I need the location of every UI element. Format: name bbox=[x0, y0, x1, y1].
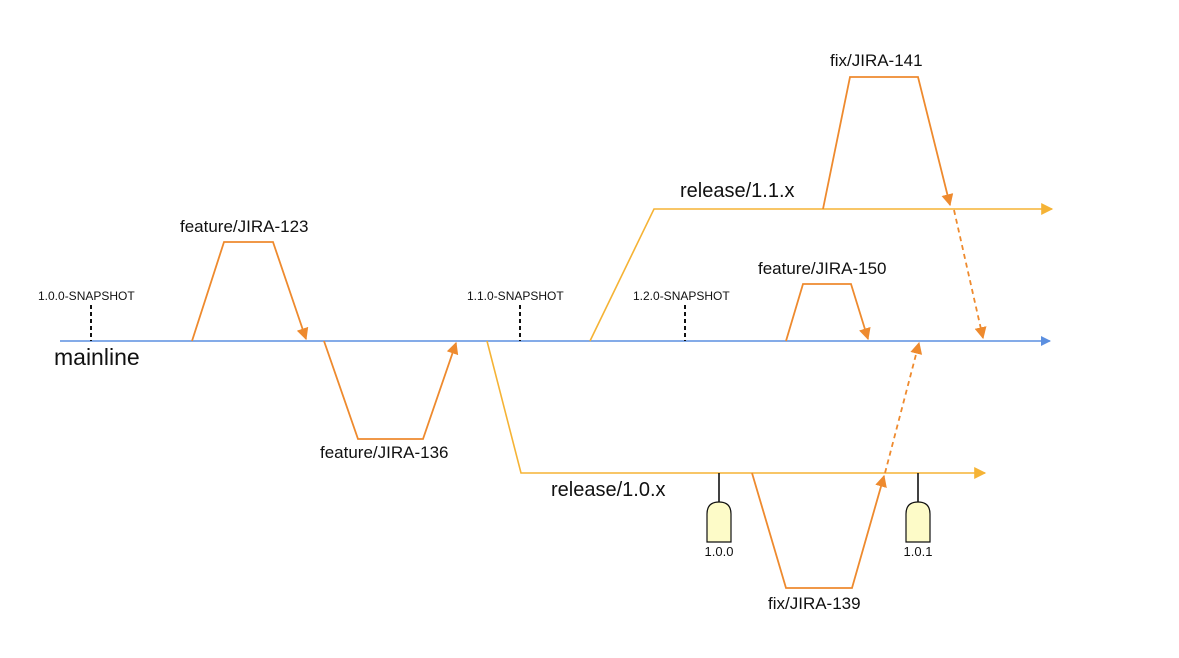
fix-jira-141-merge-dashed bbox=[953, 209, 987, 340]
feature-jira-136-line bbox=[323, 340, 459, 440]
fix-jira-141-line bbox=[822, 76, 954, 210]
mainline-label: mainline bbox=[54, 344, 140, 370]
fix-jira-139-line bbox=[751, 472, 887, 589]
fix-jira-139-merge-dashed bbox=[884, 341, 923, 474]
release-1-1-x-label: release/1.1.x bbox=[680, 180, 795, 202]
snapshot-label-1-2-0: 1.2.0-SNAPSHOT bbox=[633, 289, 730, 303]
tag-1-0-1 bbox=[905, 473, 931, 543]
feature-jira-136-label: feature/JIRA-136 bbox=[320, 443, 449, 462]
tag-1-0-0 bbox=[706, 473, 732, 543]
feature-jira-150-line bbox=[785, 283, 871, 342]
fix-jira-139-label: fix/JIRA-139 bbox=[768, 594, 861, 613]
snapshot-label-1-1-0: 1.1.0-SNAPSHOT bbox=[467, 289, 564, 303]
tag-label-1-0-1: 1.0.1 bbox=[904, 544, 933, 559]
tag-label-1-0-0: 1.0.0 bbox=[705, 544, 734, 559]
snapshot-label-1-0-0: 1.0.0-SNAPSHOT bbox=[38, 289, 135, 303]
release-1-0-x-line bbox=[486, 340, 987, 479]
fix-jira-141-label: fix/JIRA-141 bbox=[830, 51, 923, 70]
release-1-0-x-label: release/1.0.x bbox=[551, 479, 666, 501]
feature-jira-150-label: feature/JIRA-150 bbox=[758, 259, 887, 278]
feature-jira-123-line bbox=[191, 241, 309, 342]
feature-jira-123-label: feature/JIRA-123 bbox=[180, 217, 309, 236]
release-1-1-x-line bbox=[589, 203, 1054, 342]
